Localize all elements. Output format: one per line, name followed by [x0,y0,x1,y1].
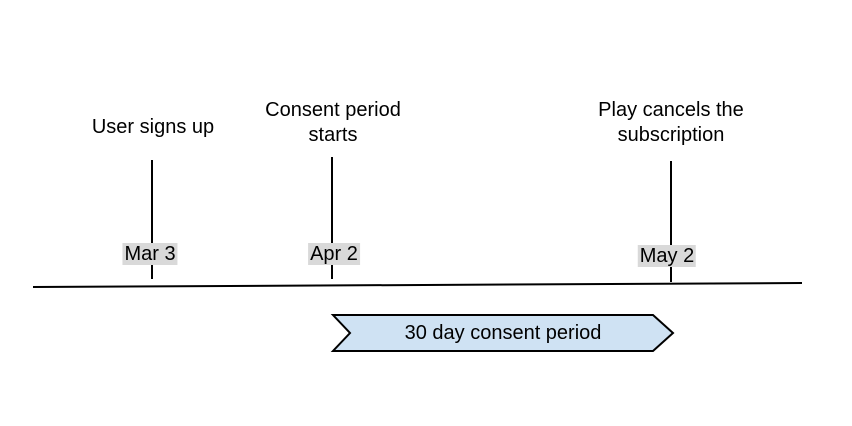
event-title-play-cancels: Play cancels the subscription [598,99,744,146]
consent-period-ribbon-label: 30 day consent period [404,322,602,344]
date-badge-apr-2: Apr 2 [308,243,360,265]
event-tick-user-signs-up [151,160,153,279]
event-tick-play-cancels [670,161,672,282]
date-badge-mar-3: Mar 3 [122,243,178,265]
event-tick-consent-period-starts [331,157,333,279]
consent-period-ribbon [330,314,675,352]
event-title-consent-period-starts: Consent period starts [265,99,401,146]
event-title-user-signs-up: User signs up [91,116,215,138]
timeline-axis-line [32,282,803,288]
date-badge-may-2: May 2 [637,245,697,267]
